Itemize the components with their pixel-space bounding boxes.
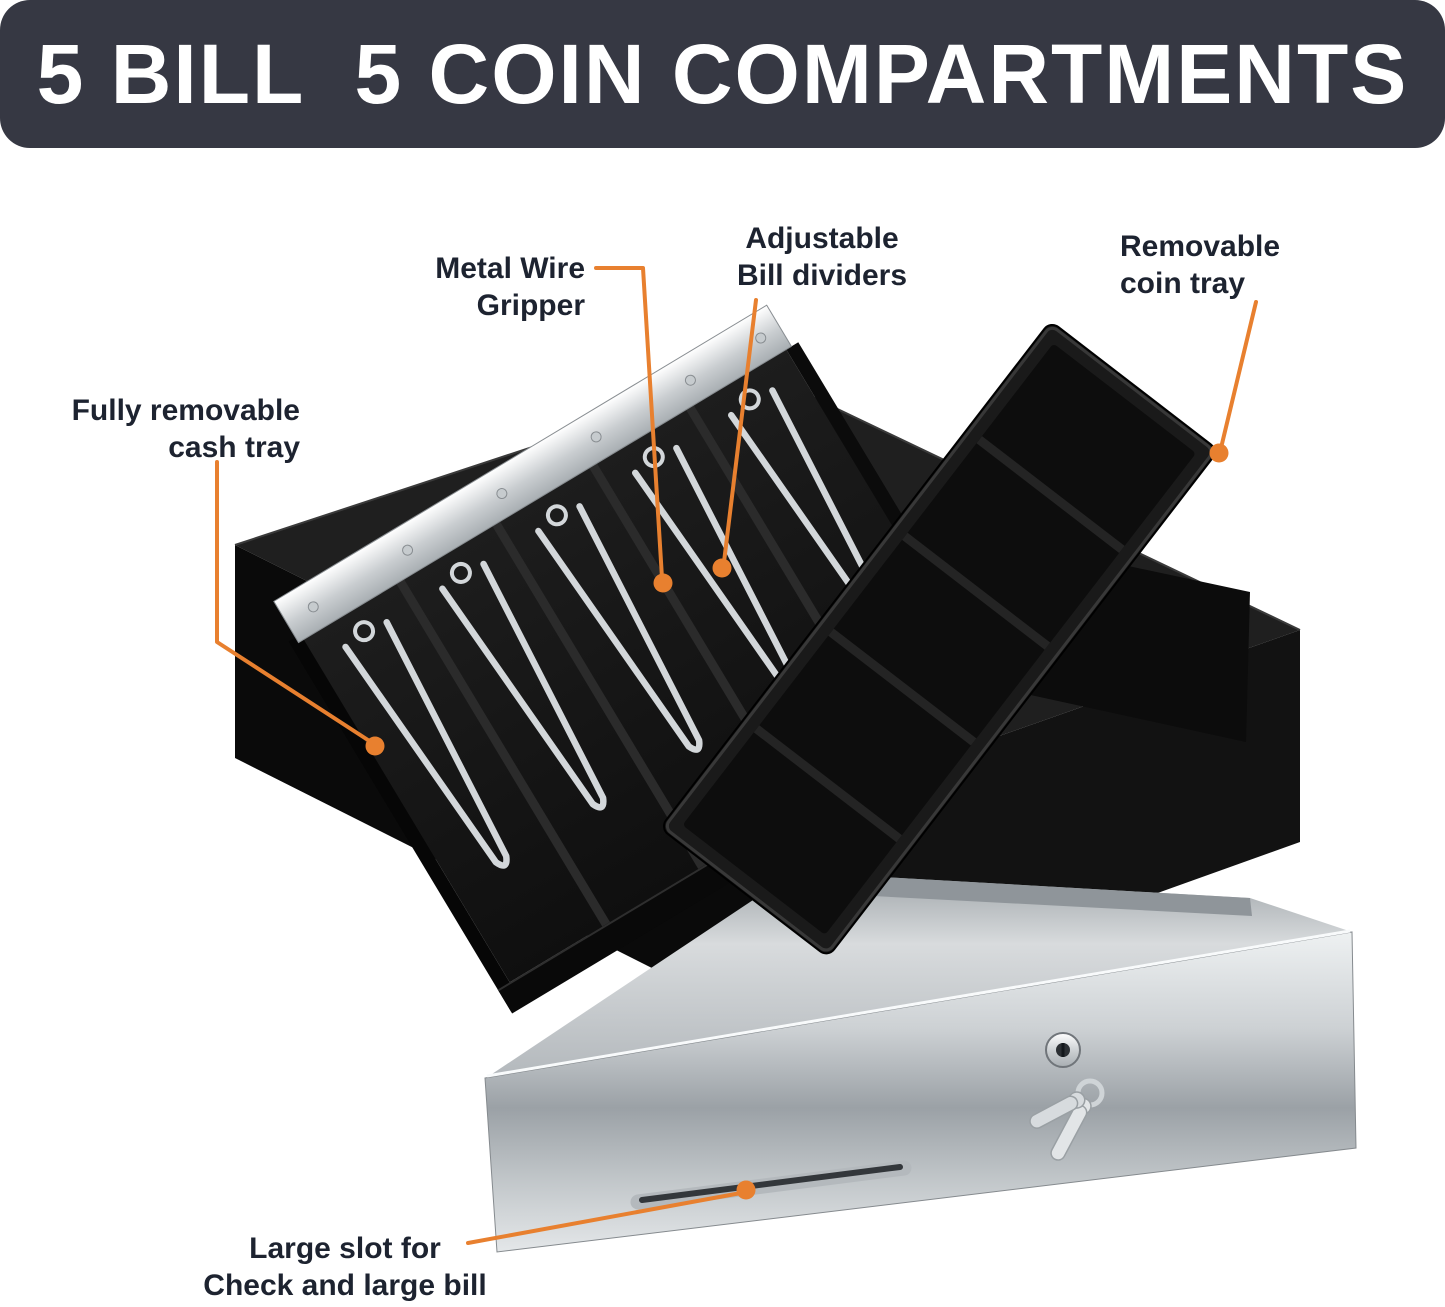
leader-large-slot [466,1191,743,1245]
gripper-spring [642,446,665,469]
coin-tray-rim [665,326,1213,952]
banner-title: 5 BILL 5 COIN COMPARTMENTS [36,27,1409,121]
callout-bill-dividers-line1: Adjustable [745,222,899,255]
coin-divider [828,628,977,746]
coin-tray [663,323,1216,955]
dot-coin-tray [1209,443,1229,463]
check-slot [630,1160,912,1210]
callout-cash-tray: Fully removable cash tray [40,392,300,466]
callout-large-slot: Large slot for Check and large bill [195,1230,495,1304]
bill-divider [492,521,706,869]
callout-coin-tray-line2: coin tray [1120,267,1246,300]
dot-large-slot [736,1180,756,1200]
screw [402,544,414,556]
callout-dots [365,443,1229,1200]
screw [496,488,508,500]
callout-cash-tray-line1: Fully removable [71,394,300,427]
strip-screws [307,332,767,613]
callout-leaders [215,266,1258,1245]
header-banner: 5 BILL 5 COIN COMPARTMENTS [0,0,1445,148]
wire-gripper [342,618,510,869]
callout-wire-gripper: Metal Wire Gripper [325,250,585,324]
dot-bill-dividers [712,558,732,578]
keys [1029,1078,1105,1161]
drawer-interior [486,872,1352,1078]
panel-top-highlight [486,929,1351,1078]
callout-bill-dividers: Adjustable Bill dividers [692,220,952,294]
coin-dividers [753,436,1125,843]
screw [755,332,767,344]
screw [590,431,602,443]
callout-coin-tray: Removable coin tray [1120,228,1400,302]
coin-tray-floor [684,344,1195,934]
callout-wire-gripper-line2: Gripper [476,289,585,322]
open-drawer [484,872,1357,1253]
coin-divider [902,532,1051,650]
key-1-blade [1050,1104,1088,1161]
drawer-interior-back-wall [795,872,1252,916]
leader-bill-dividers [722,298,758,564]
gripper-spring [449,561,472,584]
callout-large-slot-line1: Large slot for [249,1232,441,1265]
dot-cash-tray [365,736,385,756]
callout-wire-gripper-line1: Metal Wire [435,252,585,285]
callout-bill-dividers-line2: Bill dividers [736,259,908,292]
leader-coin-tray [1219,300,1258,450]
metal-strip [273,304,793,644]
callout-coin-tray-line1: Removable [1120,230,1281,263]
coin-divider [976,436,1125,554]
cash-tray-body [303,349,993,983]
key-2-blade [1029,1095,1079,1129]
check-slot-opening [639,1164,903,1203]
leader-cash-tray [215,460,373,744]
wire-gripper [439,560,607,811]
lock [1045,1032,1081,1068]
wire-gripper [535,503,703,753]
leader-wire-gripper [594,266,664,580]
screw [307,601,319,613]
key-2 [1029,1091,1086,1129]
coin-divider [753,725,902,843]
gripper-spring [545,504,568,527]
screw [684,374,696,386]
bill-divider [396,579,610,927]
gripper-spring [353,620,376,643]
gripper-mount-strip [273,304,793,644]
callout-large-slot-line2: Check and large bill [203,1269,487,1302]
callout-cash-tray-line2: cash tray [168,431,300,464]
dot-wire-gripper [653,573,673,593]
